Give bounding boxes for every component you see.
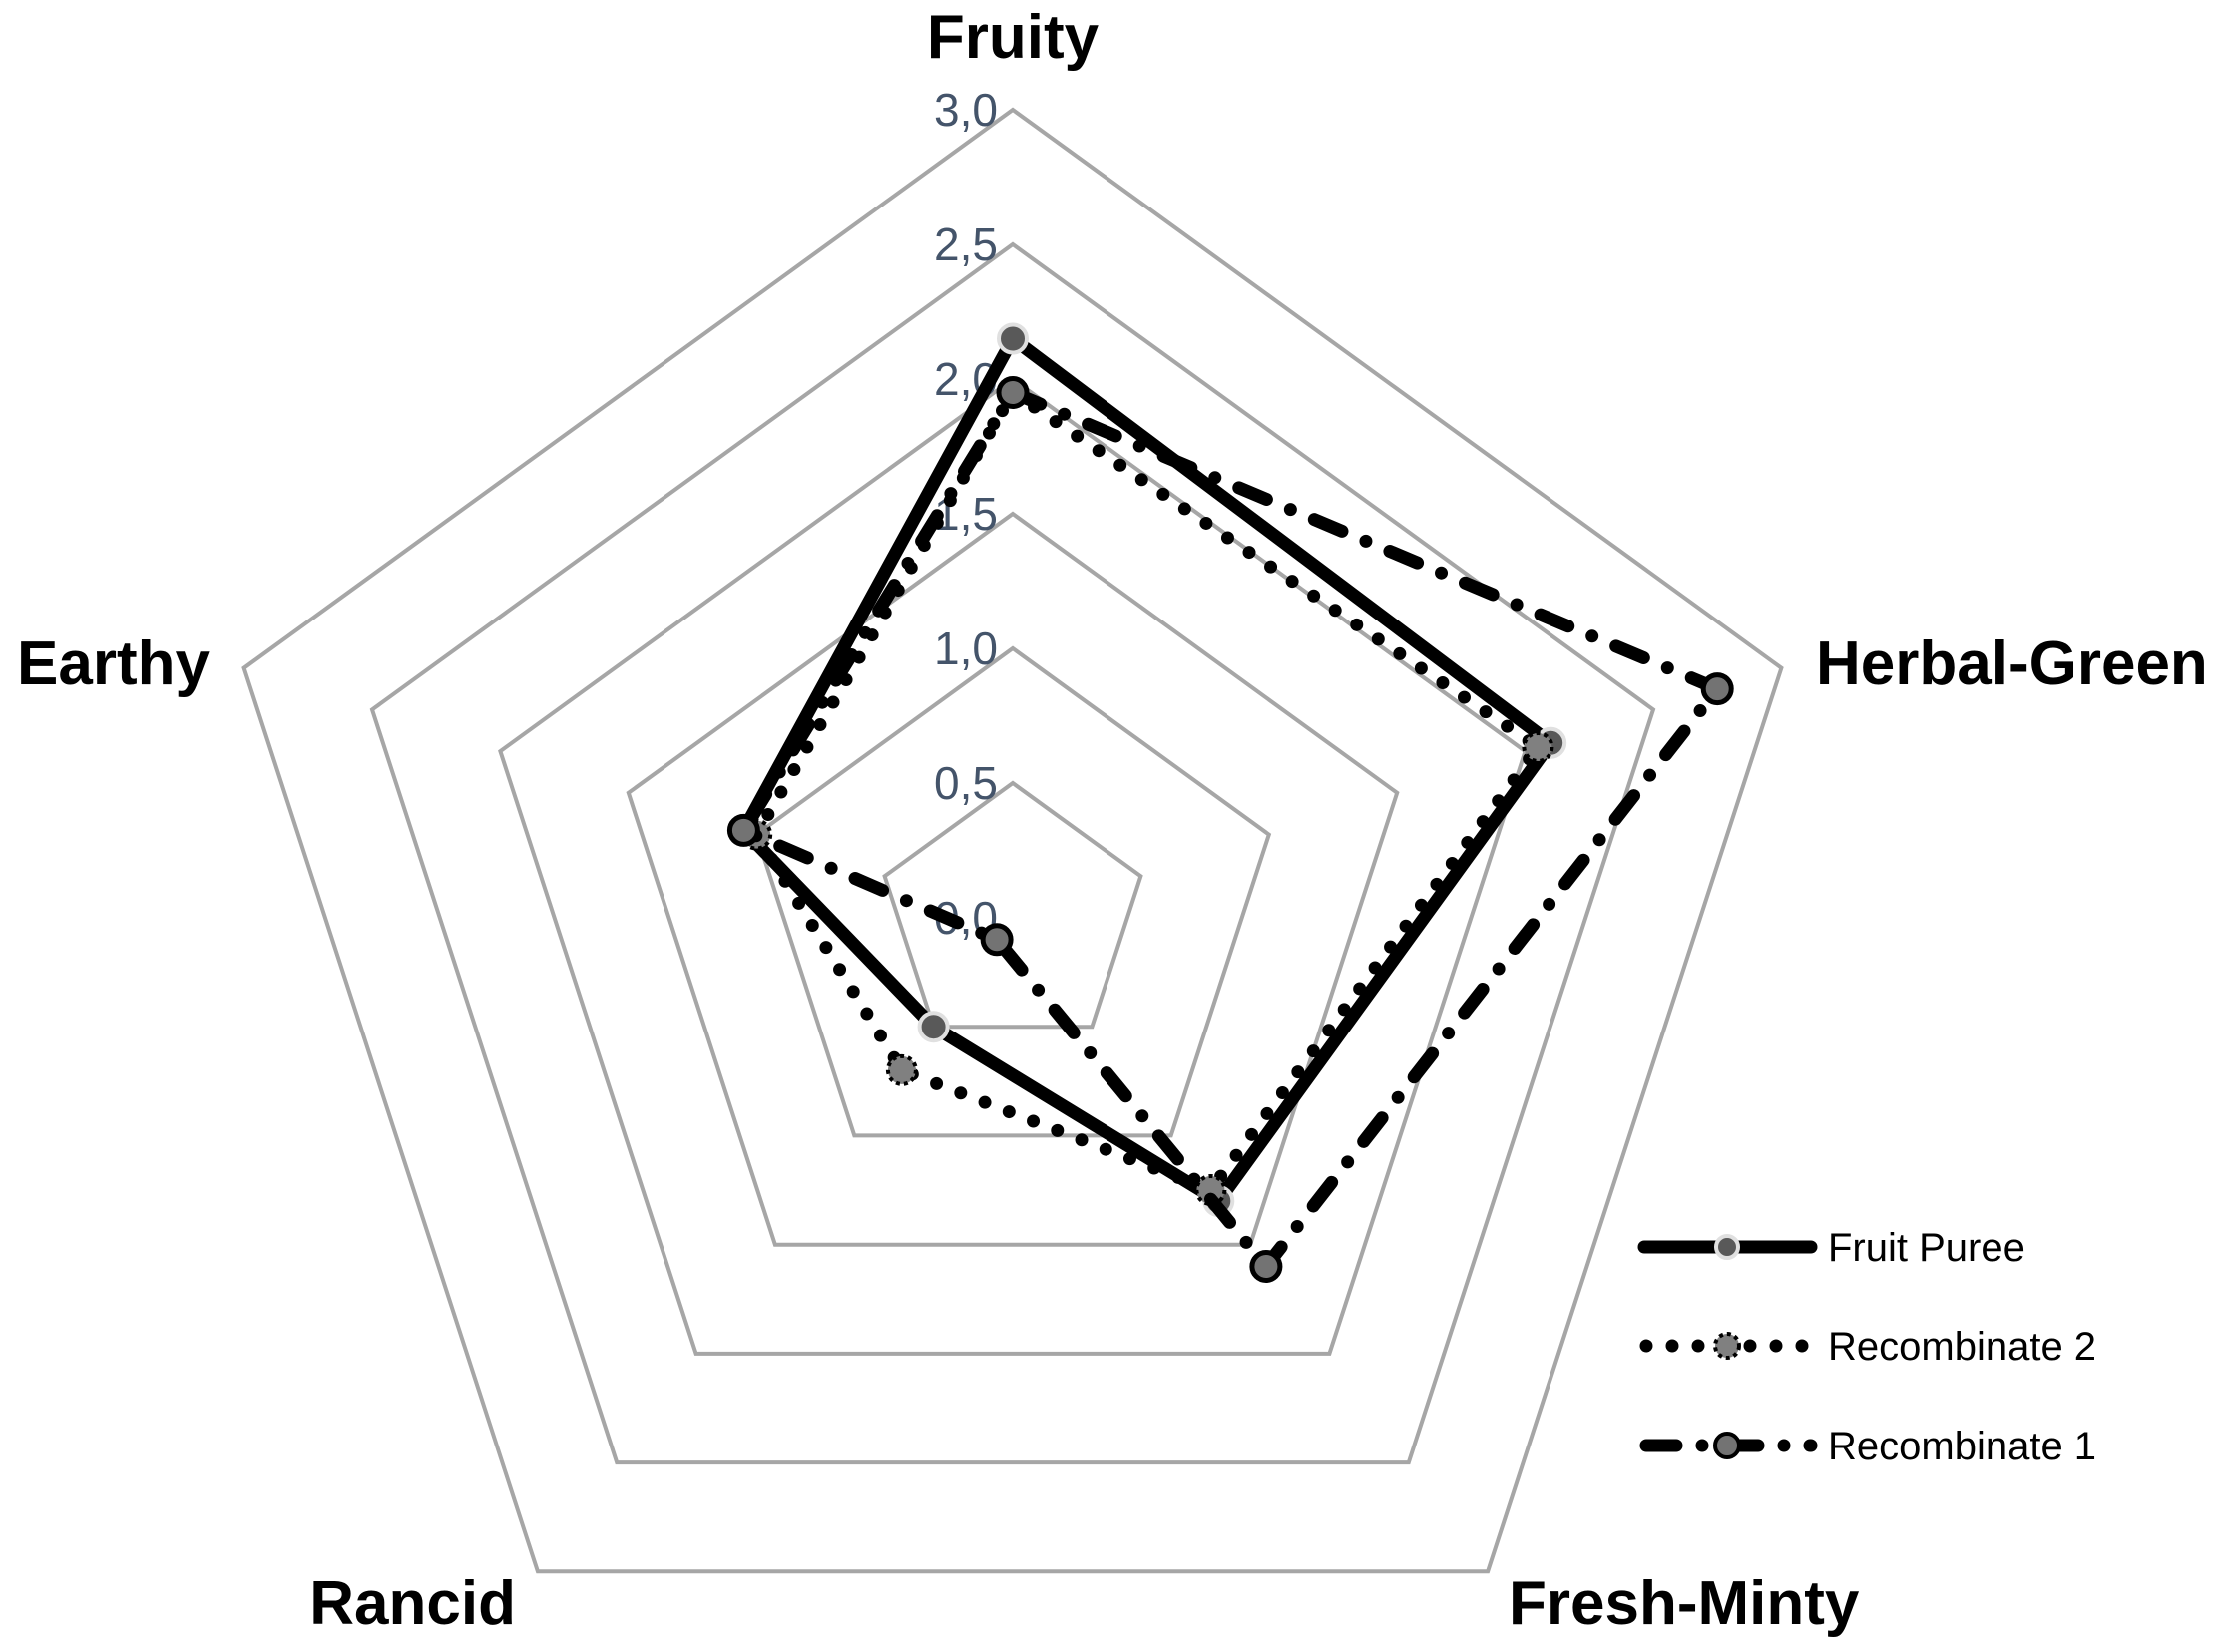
axis-label-rancid: Rancid bbox=[309, 1569, 516, 1638]
legend: Fruit Puree Recombinate 2 Recombinate 1 bbox=[1637, 1226, 2096, 1468]
legend-label-recombinate-1: Recombinate 1 bbox=[1828, 1425, 2096, 1468]
grid-ring bbox=[753, 645, 1272, 1138]
legend-label-fruit-puree: Fruit Puree bbox=[1828, 1226, 2025, 1270]
grid-ring bbox=[498, 376, 1528, 1356]
axis-label-fresh-minty: Fresh-Minty bbox=[1509, 1569, 1860, 1638]
data-point-fruity bbox=[997, 322, 1029, 355]
data-point-rancid bbox=[980, 923, 1014, 957]
legend-marker bbox=[1713, 1332, 1741, 1360]
data-point-rancid bbox=[885, 1053, 918, 1086]
series-recombinate-2 bbox=[740, 376, 1554, 1206]
legend-marker bbox=[1714, 1234, 1740, 1260]
series-recombinate-1 bbox=[726, 376, 1734, 1283]
legend-label-recombinate-2: Recombinate 2 bbox=[1828, 1325, 2096, 1369]
legend-item-recombinate-1: Recombinate 1 bbox=[1639, 1425, 2096, 1468]
radial-tick-labels: 0,00,51,01,52,02,53,0 bbox=[934, 84, 998, 944]
tick-label: 1,0 bbox=[934, 622, 998, 674]
radar-grid bbox=[241, 107, 1784, 1574]
series-fruit-puree bbox=[727, 322, 1567, 1217]
data-point-rancid bbox=[917, 1011, 950, 1043]
data-point-earthy bbox=[726, 813, 760, 847]
radar-series bbox=[726, 322, 1734, 1283]
grid-ring bbox=[241, 107, 1784, 1574]
data-point-herbal-green bbox=[1700, 672, 1734, 706]
grid-ring bbox=[369, 241, 1656, 1465]
axis-label-earthy: Earthy bbox=[17, 629, 210, 698]
series-line bbox=[749, 386, 1545, 1197]
legend-item-fruit-puree: Fruit Puree bbox=[1637, 1226, 2025, 1270]
data-point-fresh-minty bbox=[1249, 1250, 1283, 1283]
tick-label: 1,5 bbox=[934, 488, 998, 540]
data-point-fresh-minty bbox=[1194, 1174, 1227, 1206]
tick-label: 3,0 bbox=[934, 84, 998, 136]
data-point-fruity bbox=[996, 376, 1030, 409]
legend-marker bbox=[1713, 1432, 1741, 1459]
grid-ring bbox=[626, 511, 1400, 1247]
tick-label: 2,5 bbox=[934, 218, 998, 270]
series-line bbox=[736, 332, 1557, 1208]
data-point-herbal-green bbox=[1522, 731, 1554, 763]
legend-item-recombinate-2: Recombinate 2 bbox=[1639, 1325, 2096, 1369]
axis-label-herbal-green: Herbal-Green bbox=[1816, 629, 2208, 698]
axis-label-fruity: Fruity bbox=[927, 3, 1100, 72]
tick-label: 0,5 bbox=[934, 757, 998, 809]
grid-ring bbox=[882, 780, 1143, 1030]
axis-labels: Fruity Herbal-Green Fresh-Minty Rancid E… bbox=[17, 3, 2208, 1638]
